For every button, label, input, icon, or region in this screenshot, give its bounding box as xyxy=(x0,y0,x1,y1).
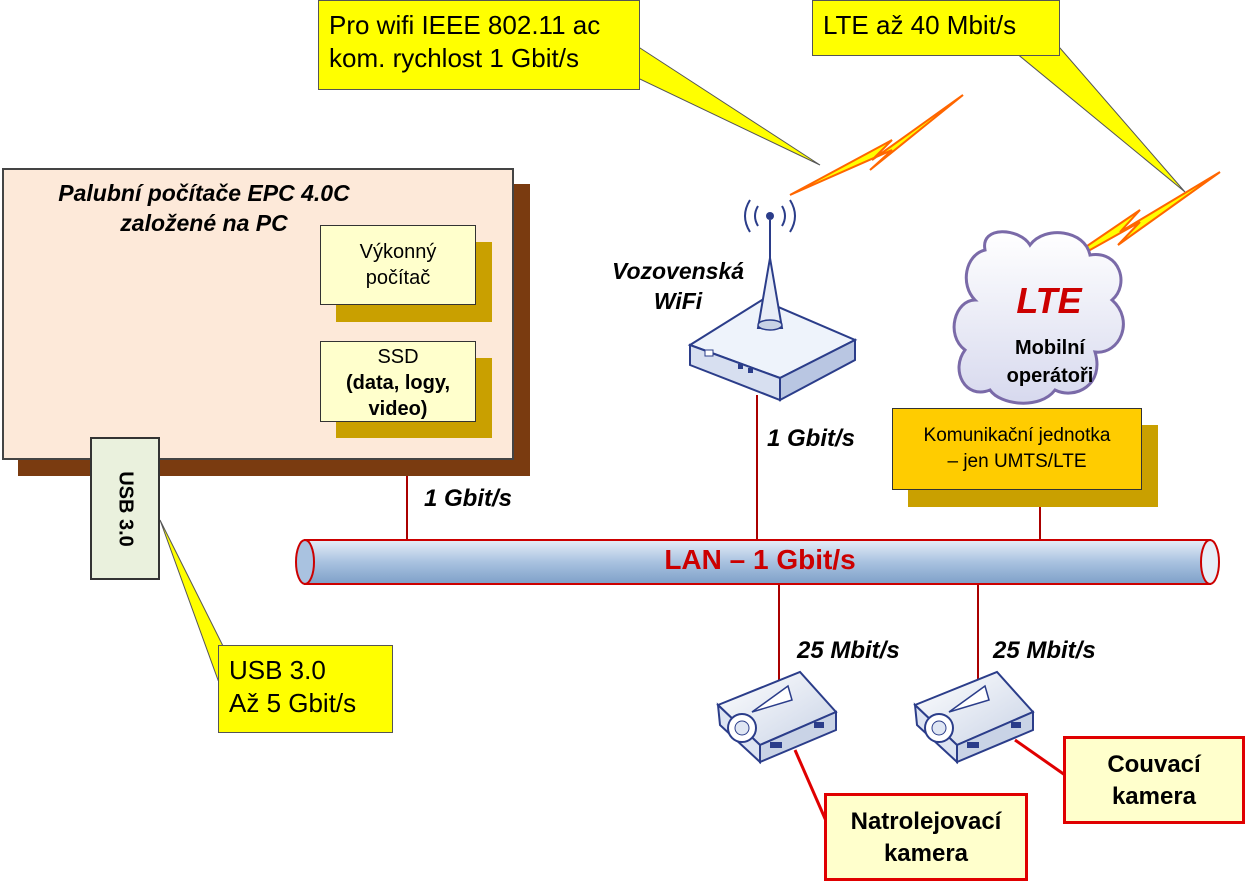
cam1-label-box: Natrolejovací kamera xyxy=(824,793,1028,881)
ssd-line1: SSD xyxy=(377,346,419,368)
computer-title-line2: založené na PC xyxy=(120,210,288,236)
cam2-label-pointer xyxy=(1014,738,1066,777)
camera2-icon xyxy=(913,670,1035,765)
wifi-label: Vozovenská WiFi xyxy=(588,256,768,316)
cpu-line1: Výkonný xyxy=(359,241,437,263)
wifi-lightning-icon xyxy=(789,94,964,196)
cpu-line2: počítač xyxy=(365,267,431,289)
usb-callout-line2: Až 5 Gbit/s xyxy=(229,688,357,718)
pc-speed-label: 1 Gbit/s xyxy=(424,485,513,512)
lte-cloud-title: LTE xyxy=(1016,280,1082,321)
camera1-icon xyxy=(716,670,838,765)
cam2-label-box: Couvací kamera xyxy=(1063,736,1245,824)
lte-callout-pointer xyxy=(1008,47,1186,193)
lte-cloud-text: Mobilní operátoři xyxy=(975,334,1125,390)
lte-cloud-line2: operátoři xyxy=(1006,365,1094,387)
cam1-speed-label: 25 Mbit/s xyxy=(797,637,900,664)
ssd-line3: video) xyxy=(368,398,428,420)
cam2-label-line1: Couvací xyxy=(1107,751,1201,778)
ssd-line2: (data, logy, xyxy=(345,372,451,394)
comm-unit-line1: Komunikační jednotka xyxy=(923,425,1111,446)
lan-label: LAN – 1 Gbit/s xyxy=(664,544,856,575)
cloud-icon xyxy=(952,230,1125,405)
wifi-router-icon xyxy=(687,199,858,402)
cpu-box: Výkonný počítač xyxy=(320,225,476,305)
cam1-label-line2: kamera xyxy=(883,840,969,867)
wifi-callout: Pro wifi IEEE 802.11 ac kom. rychlost 1 … xyxy=(318,0,640,90)
cam2-label-line2: kamera xyxy=(1111,783,1197,810)
lte-callout-text: LTE až 40 Mbit/s xyxy=(823,10,1017,40)
usb-callout: USB 3.0 Až 5 Gbit/s xyxy=(218,645,393,733)
wifi-speed-label: 1 Gbit/s xyxy=(767,425,856,452)
cam2-speed-label: 25 Mbit/s xyxy=(993,637,1096,664)
wifi-label-line2: WiFi xyxy=(653,288,703,314)
usb-callout-line1: USB 3.0 xyxy=(229,655,326,685)
wifi-callout-line2: kom. rychlost 1 Gbit/s xyxy=(329,43,579,73)
cam1-label-line1: Natrolejovací xyxy=(850,808,1002,835)
comm-unit-line2: – jen UMTS/LTE xyxy=(947,451,1087,472)
usb-port-label: USB 3.0 xyxy=(114,470,137,547)
lte-callout: LTE až 40 Mbit/s xyxy=(812,0,1060,56)
lan-pipe xyxy=(295,539,1220,585)
comm-unit: Komunikační jednotka – jen UMTS/LTE xyxy=(892,408,1142,490)
wifi-label-line1: Vozovenská xyxy=(611,258,745,284)
wifi-callout-line1: Pro wifi IEEE 802.11 ac xyxy=(329,10,601,40)
computer-title-line1: Palubní počítače EPC 4.0C xyxy=(58,180,350,206)
ssd-box: SSD (data, logy, video) xyxy=(320,341,476,422)
computer-title: Palubní počítače EPC 4.0C založené na PC xyxy=(34,178,374,238)
lte-cloud-line1: Mobilní xyxy=(1015,337,1085,359)
usb-port: USB 3.0 xyxy=(90,437,160,580)
